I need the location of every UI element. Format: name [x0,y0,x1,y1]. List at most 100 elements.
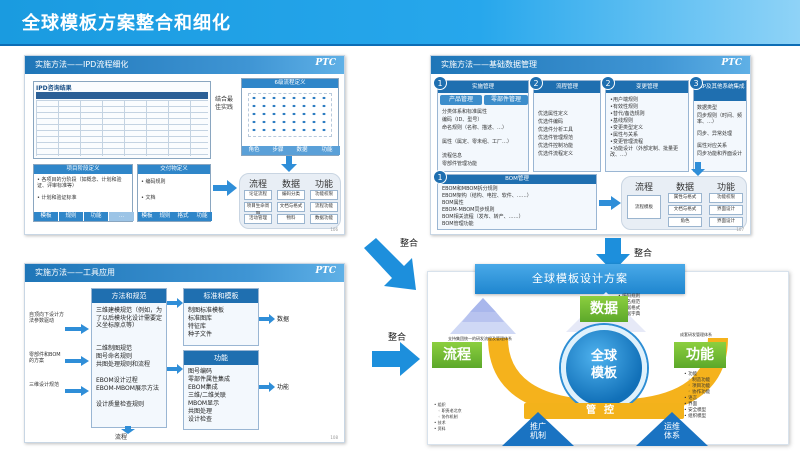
bom-line-5: BOM相关流程（发布、转产、……） [442,214,524,220]
tab-function-2: 功能 [192,212,212,221]
six-level-diagram [248,93,332,137]
panel-data[interactable]: 实施方法——基础数据管理 PTC 实施管理 产品管理 零部件管理 分类体系和标准… [430,55,751,235]
panel-ipd[interactable]: 实施方法——IPD流程细化 PTC IPD咨询结果 6级流程定义 角色 步骤 数… [24,55,345,235]
data-slot-6: 界面设计 [709,205,743,215]
step-4-header: ERP及其他系统集成 [694,81,746,101]
top-note-1: • 编码规则 [618,294,641,299]
arrow-right-icon [65,356,89,366]
bom-box: BOM管理 EBOM和MBOM拆分规则 EBOM架构（结构、电控、软件、……） … [437,174,597,230]
function-line-7: 设计检查 [188,416,213,423]
step-4-number: 3 [689,76,703,90]
ipd-slot-6: 物料 [277,214,305,224]
step-4-line-4: 属性对应关系 [697,143,728,149]
panel-tools[interactable]: 实施方法——工具应用 PTC 自顶向下设计方法参数驱动 零部件和BOM的方案 三… [24,263,345,443]
right-line-2: ◦ 制造功能 [688,378,711,383]
arrow-down-icon [691,162,705,176]
right-note: 成套研发管理体系 [680,332,712,337]
promotion-label: 推广 机制 [524,422,552,440]
step-4-line-3: 同步、异常处理 [697,131,733,137]
process-box: 流程 [432,342,482,368]
data-slot-4: 角色 [668,217,702,227]
tab-more: ... [109,212,134,221]
core-text: 全球 模板 [566,348,642,382]
function-header: 功能 [184,351,258,365]
data-groups: 流程 数据 功能 流程模板 属性与格式 文档与格式 角色 功能权限 界面设计 界… [621,176,747,230]
title-bar: 全球模板方案整合和细化 [0,0,800,44]
step-4-line-2: 同步规则（时间、频率、…） [697,113,743,125]
ipd-group-function: 功能 [314,180,333,190]
method-line-7: 设计质量检查规则 [96,401,145,408]
step-3-header: 变更管理 [606,81,688,93]
function-out-label: 功能 [277,384,290,391]
step-3-line-8: •功能设计（外部定制、批量更改、…） [610,146,678,158]
ipd-group-data: 数据 [281,180,300,190]
project-def-label: 项目阶段定义 [34,165,132,174]
flow-label: 流程 [115,434,128,441]
standard-line-3: 特征库 [188,323,207,330]
integrate-arrow-right-icon [372,342,420,376]
arrow-right-icon [259,382,275,392]
ipd-slot-1: 论证流程 [244,190,272,200]
six-level-box: 6级流程定义 角色 步骤 数据 功能 [241,78,340,156]
data-group-function: 功能 [716,183,735,193]
core-globe: 全球 模板 [561,325,647,411]
step-3-line-2: •有效性规则 [610,104,638,110]
left-bottom-line-5: • 资料 [434,426,446,431]
right-line-5: • 语言 [684,396,698,401]
step-2-box: 流程管理 优选属性定义 优选件编码 优选件分析工具 优选件管理规范 优选件控制功… [533,80,601,172]
step-3-line-7: •变更管理流程 [610,139,643,145]
step-2-line-6: 优选件流程定义 [538,151,574,157]
step-1-line-1: 分类体系和标准属性 [442,109,488,115]
panel-data-header: 实施方法——基础数据管理 PTC [431,56,750,74]
bom-line-6: BOM管理功能 [442,221,474,227]
right-line-7: • 安全模型 [684,408,707,413]
step-4-line-5: 同步功能和界面设计 [697,151,743,157]
method-box: 方法和规范 三维建模规范（例如，为了以后模块化设计需要定义坐标原点等） 二维制图… [91,288,167,428]
panel-ipd-page: 106 [330,227,338,232]
ipd-slot-3: 活动管理 [244,214,272,224]
ipd-consult-label: IPD咨询结果 [36,85,72,92]
right-line-6: • 界面 [684,402,698,407]
central-title: 全球模板设计方案 [475,264,685,294]
method-header: 方法和规范 [92,289,166,303]
tab-function: 功能 [84,212,108,221]
step-2-line-2: 优选件编码 [538,119,564,125]
left-bottom-line-2: ◦ 职责老北京 [438,408,462,413]
promotion-line-2: 机制 [530,431,546,440]
data-group-process: 流程 [634,183,653,193]
six-level-col-function: 功能 [314,146,340,155]
top-note-3: • 数据格式 [618,306,641,311]
step-4-box: ERP及其他系统集成 数据类型 同步规则（时间、频率、…） 同步、异常处理 属性… [693,80,747,172]
step-1-line-6: 零部件管理功能 [442,161,478,167]
integrate-label-lower: 整合 [388,333,407,343]
step-4-line-1: 数据类型 [697,105,718,111]
method-line-4: 共图处理规则和流程 [96,361,151,368]
ipd-slot-7: 功能权限 [310,190,338,200]
step-3-line-1: •用户端规则 [610,97,638,103]
six-level-label: 6级流程定义 [242,79,338,88]
ipd-table-grid [36,100,208,156]
deliverable-label: 交付物定义 [138,165,210,174]
step-1-line-2: 编码（ID、型号） [442,117,483,123]
bom-line-2: EBOM架构（结构、电控、软件、……） [442,193,532,199]
central-arc [488,338,728,418]
step-3-box: 变更管理 •用户端规则 •有效性规则 •替代/备选规则 •基线规则 •变更类型定… [605,80,689,172]
function-line-4: 三维/二维关联 [188,392,227,399]
step-2-number: 2 [529,76,543,90]
arrow-right-icon [65,324,89,334]
project-def-line-1: • 各项目的分阶段（如概念、计划和验证、评审标准等） [37,177,122,189]
bom-number: 1 [433,170,447,184]
central-diagram[interactable]: 全球模板设计方案 支持集团统一的研发流程及管理体系 • 编码规则 • 命名规范 … [427,264,789,446]
arrow-right-icon [65,386,89,396]
left-bottom-line-3: ◦ 协作机制 [438,414,458,419]
panel-data-page: 107 [736,227,744,232]
method-line-1: 三维建模规范（例如，为了以后模块化设计需要定义坐标原点等） [96,307,163,329]
data-slot-7: 界面设计 [709,217,743,227]
ptc-logo: PTC [315,266,336,276]
ipd-side-text: 结合最佳实践 [215,96,234,111]
tab-template: 模板 [34,212,58,221]
ipd-slot-4: 编码分类 [277,190,305,200]
data-slot-2: 属性与格式 [668,193,702,203]
function-line-5: MBOM显示 [188,400,220,407]
function-box: 功能 [674,342,726,368]
